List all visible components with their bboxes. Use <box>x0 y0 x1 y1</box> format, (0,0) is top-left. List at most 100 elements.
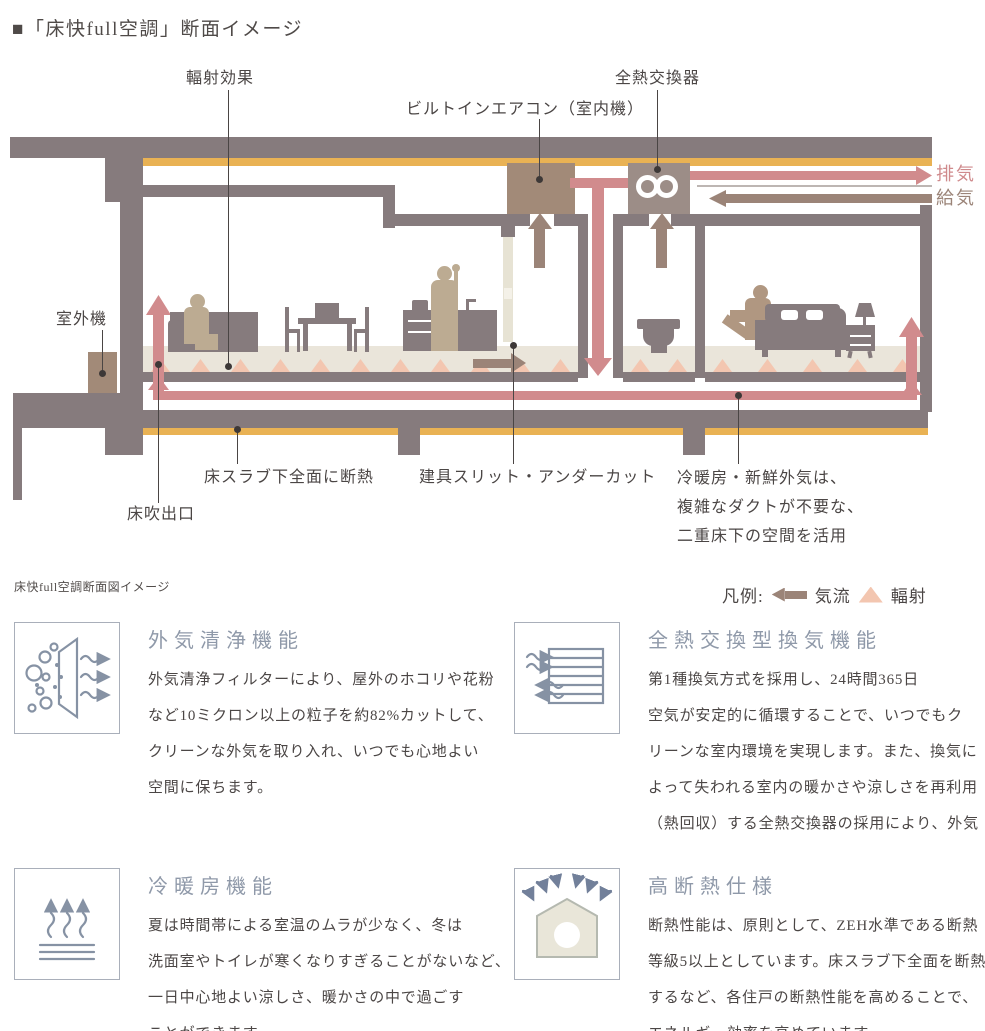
table-leg <box>347 324 352 351</box>
kitchen-drawer <box>408 320 448 322</box>
interior-wall <box>695 214 705 378</box>
radiation-triangle-icon <box>271 359 290 372</box>
floor-outlet-riser <box>153 313 164 400</box>
leader-line <box>102 330 103 374</box>
air-purification-icon <box>14 622 120 734</box>
left-arrow-icon <box>771 587 785 602</box>
shaft-wall <box>578 214 588 378</box>
right-arrow-icon <box>916 166 932 185</box>
leader-line <box>237 429 238 464</box>
radiation-triangle-icon <box>758 359 777 372</box>
left-arrow-icon <box>709 190 726 207</box>
label-underfloor-note: 冷暖房・新鮮外気は、複雑なダクトが不要な、二重床下の空間を活用 <box>677 464 864 551</box>
radiation-triangle-icon <box>848 359 867 372</box>
return-air-arrow <box>534 229 545 268</box>
person-arm <box>454 271 458 287</box>
person-head <box>437 266 452 281</box>
divider-line <box>697 185 932 187</box>
up-arrow-icon <box>146 295 171 315</box>
supply-duct-vertical <box>592 186 604 360</box>
text-line: よって失われる室内の暖かさや涼しさを再利用 <box>648 780 978 796</box>
feature-title: 外気清浄機能 <box>148 630 304 652</box>
furniture-leg <box>762 350 768 357</box>
chair-leg <box>297 333 300 352</box>
leader-dot <box>654 166 661 173</box>
exhaust-air-arrow <box>656 229 667 268</box>
feature-body: 断熱性能は、原則として、ZEH水準である断熱等級5以上としています。床スラブ下全… <box>648 908 985 1031</box>
furniture-leg <box>835 350 841 357</box>
text-line: 空気が安定的に循環することで、いつでもク <box>648 708 963 724</box>
heating-cooling-icon <box>14 868 120 980</box>
shaft-wall <box>613 214 623 378</box>
label-supply: 給気 <box>936 188 976 208</box>
chair-leg <box>354 333 357 352</box>
table-leg <box>303 324 308 351</box>
balcony-slab <box>13 393 120 412</box>
leader-dot <box>155 361 162 368</box>
text-line: クリーンな外気を取り入れ、いつでも心地よい <box>148 744 480 760</box>
dining-table <box>298 318 356 324</box>
heat-exchanger-icon <box>655 175 678 198</box>
leader-line <box>513 345 514 464</box>
text-line: リーンな室内環境を実現します。また、換気に <box>648 744 978 760</box>
page-title: ■「床快full空調」断面イメージ <box>12 19 303 40</box>
text-line: するなど、各住戸の断熱性能を高めることで、 <box>648 990 979 1006</box>
door-handle <box>504 288 512 299</box>
radiation-triangle-icon <box>431 359 450 372</box>
toilet-base <box>651 345 667 353</box>
top-slab <box>10 137 932 158</box>
person-head <box>753 285 768 300</box>
label-door-slit: 建具スリット・アンダーカット <box>419 469 657 486</box>
toilet-bowl <box>643 329 674 346</box>
text-line: 夏は時間帯による室温のムラが少なく、冬は <box>148 918 463 934</box>
toilet-lid <box>637 319 680 329</box>
label-outdoor-unit: 室外機 <box>56 311 108 328</box>
feature-body: 外気清浄フィルターにより、屋外のホコリや花粉など10ミクロン以上の粒子を約82%… <box>148 662 494 806</box>
sofa-arm <box>168 320 181 352</box>
text-line: 外気清浄フィルターにより、屋外のホコリや花粉 <box>148 672 495 688</box>
radiation-triangle-icon <box>713 359 732 372</box>
radiation-triangle-icon <box>803 359 822 372</box>
down-arrow-icon <box>584 358 612 376</box>
text-line: 断熱性能は、原則として、ZEH水準である断熱 <box>648 918 979 934</box>
text-line: エネルギー効率を高めています。 <box>648 1016 985 1031</box>
legend-radiation-label: 輻射 <box>890 587 927 606</box>
radiation-triangle-icon <box>231 359 250 372</box>
leader-dot <box>225 363 232 370</box>
feature-title: 高断熱仕様 <box>648 876 778 898</box>
supply-duct-horizontal <box>570 178 628 188</box>
faucet <box>466 299 476 302</box>
person-legs <box>195 334 218 350</box>
faucet <box>466 299 469 310</box>
label-floor-outlet: 床吹出口 <box>127 506 196 523</box>
up-arrow-icon <box>528 213 552 229</box>
cooking-pot <box>412 300 428 310</box>
person-cooking <box>431 280 458 351</box>
living-ceiling <box>143 185 390 197</box>
label-slab-insulation: 床スラブ下全面に断熱 <box>204 469 375 486</box>
slab-pier <box>398 428 420 455</box>
floor-outlet-riser <box>906 336 917 400</box>
undercut-airflow-arrow <box>473 359 511 368</box>
leader-line <box>738 396 739 464</box>
airflow-arrow-icon <box>771 587 807 602</box>
bedroom-ceiling <box>705 214 920 226</box>
arrow-stem <box>784 590 807 599</box>
feature-title: 冷暖房機能 <box>148 876 278 898</box>
text-line: 一日中心地よい涼しさ、暖かさの中で過ごす <box>148 990 465 1006</box>
floor-panel <box>143 372 578 382</box>
leader-line <box>539 119 540 180</box>
left-exterior-wall <box>120 158 143 412</box>
text-line: 等級5以上としています。床スラブ下全面を断熱 <box>648 954 985 970</box>
legend-airflow-label: 気流 <box>814 587 851 606</box>
text-line: 空間に保ちます。 <box>148 780 273 796</box>
bottom-slab <box>22 410 928 428</box>
label-radiation-effect: 輻射効果 <box>186 70 255 87</box>
chair-back <box>315 303 339 318</box>
text-line: ことができます。 <box>148 1016 511 1031</box>
sofa-cutout <box>806 310 823 320</box>
leader-dot <box>735 392 742 399</box>
nightstand-drawer <box>850 335 871 337</box>
leader-line <box>158 364 159 503</box>
radiation-triangle-icon <box>391 359 410 372</box>
